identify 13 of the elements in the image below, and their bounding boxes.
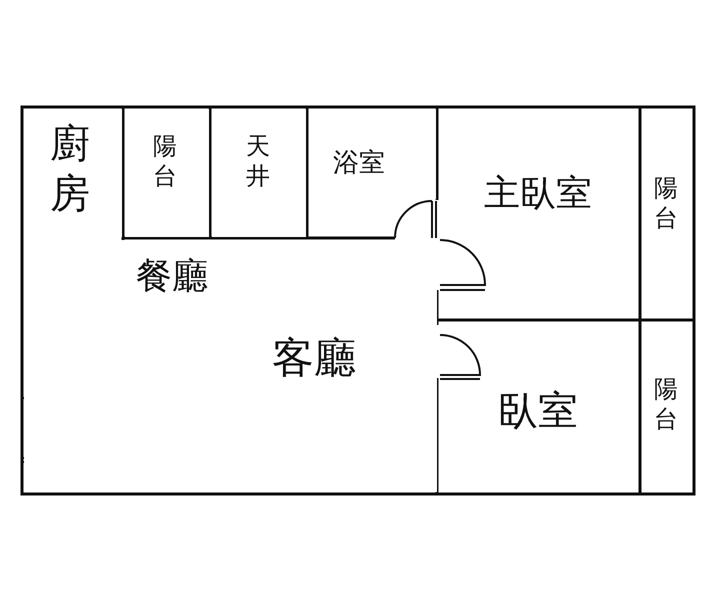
room-name: 主臥室 — [484, 173, 592, 214]
room-area — [125, 109, 209, 237]
room-name: 陽台 — [654, 173, 679, 233]
room-name: 天井 — [246, 131, 271, 191]
room-name: 餐廳 — [136, 256, 208, 298]
room-name: 陽台 — [153, 131, 178, 191]
room-name: 客廳 — [272, 334, 356, 382]
room-name: 廚房 — [50, 120, 91, 219]
room-area — [212, 109, 306, 237]
room-name: 臥室 — [498, 388, 578, 434]
room-area — [24, 240, 437, 492]
room-name: 浴室 — [333, 149, 385, 179]
room-name: 陽台 — [654, 374, 679, 434]
